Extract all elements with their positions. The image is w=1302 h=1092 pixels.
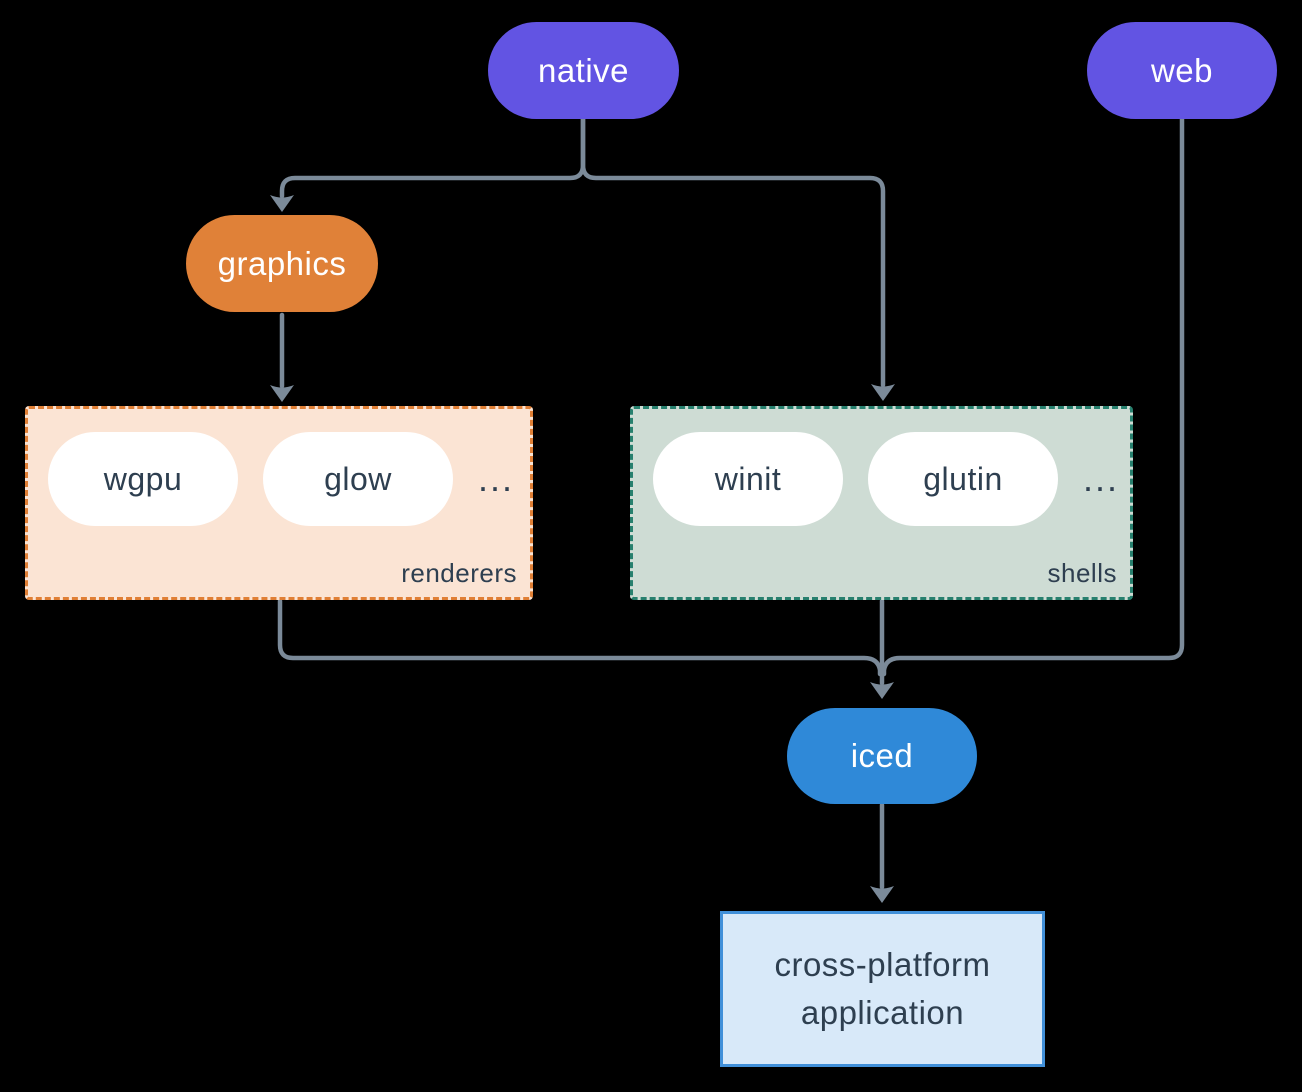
arrowhead-shells-icon xyxy=(871,384,895,401)
node-wgpu: wgpu xyxy=(48,432,238,526)
node-web-label: web xyxy=(1150,51,1214,89)
group-shells: winit glutin ... shells xyxy=(630,406,1133,600)
node-cross-platform-application: cross-platform application xyxy=(720,911,1045,1067)
arrowhead-iced-icon xyxy=(870,682,894,699)
arrowhead-graphics-icon xyxy=(270,195,294,212)
edge-native-to-shells xyxy=(580,116,886,388)
node-web: web xyxy=(1087,22,1277,119)
node-iced-label: iced xyxy=(850,737,914,774)
edge-renderers-to-iced xyxy=(277,598,883,677)
node-glow: glow xyxy=(263,432,453,526)
arrowhead-application-icon xyxy=(870,886,894,903)
renderers-group-label: renderers xyxy=(401,558,517,588)
shells-pill-row: winit glutin ... xyxy=(653,432,1130,526)
node-winit-label: winit xyxy=(714,460,782,497)
node-glutin: glutin xyxy=(868,432,1058,526)
node-glutin-label: glutin xyxy=(923,460,1003,497)
node-iced: iced xyxy=(787,708,977,804)
node-native: native xyxy=(488,22,679,119)
node-glow-label: glow xyxy=(324,460,392,497)
node-wgpu-label: wgpu xyxy=(103,460,183,497)
application-label-line2: application xyxy=(800,994,965,1031)
node-graphics-label: graphics xyxy=(217,244,347,282)
group-renderers: wgpu glow ... renderers xyxy=(25,406,533,600)
node-native-label: native xyxy=(537,51,630,89)
arrowhead-renderers-icon xyxy=(270,385,294,402)
node-winit: winit xyxy=(653,432,843,526)
edge-native-to-graphics xyxy=(279,116,586,199)
edge-web-to-iced xyxy=(881,116,1185,677)
application-label-line1: cross-platform xyxy=(774,946,991,983)
renderers-ellipsis: ... xyxy=(478,458,515,499)
node-graphics: graphics xyxy=(186,215,378,312)
renderers-pill-row: wgpu glow ... xyxy=(48,432,530,526)
shells-ellipsis: ... xyxy=(1083,458,1120,499)
shells-group-label: shells xyxy=(1047,558,1117,588)
